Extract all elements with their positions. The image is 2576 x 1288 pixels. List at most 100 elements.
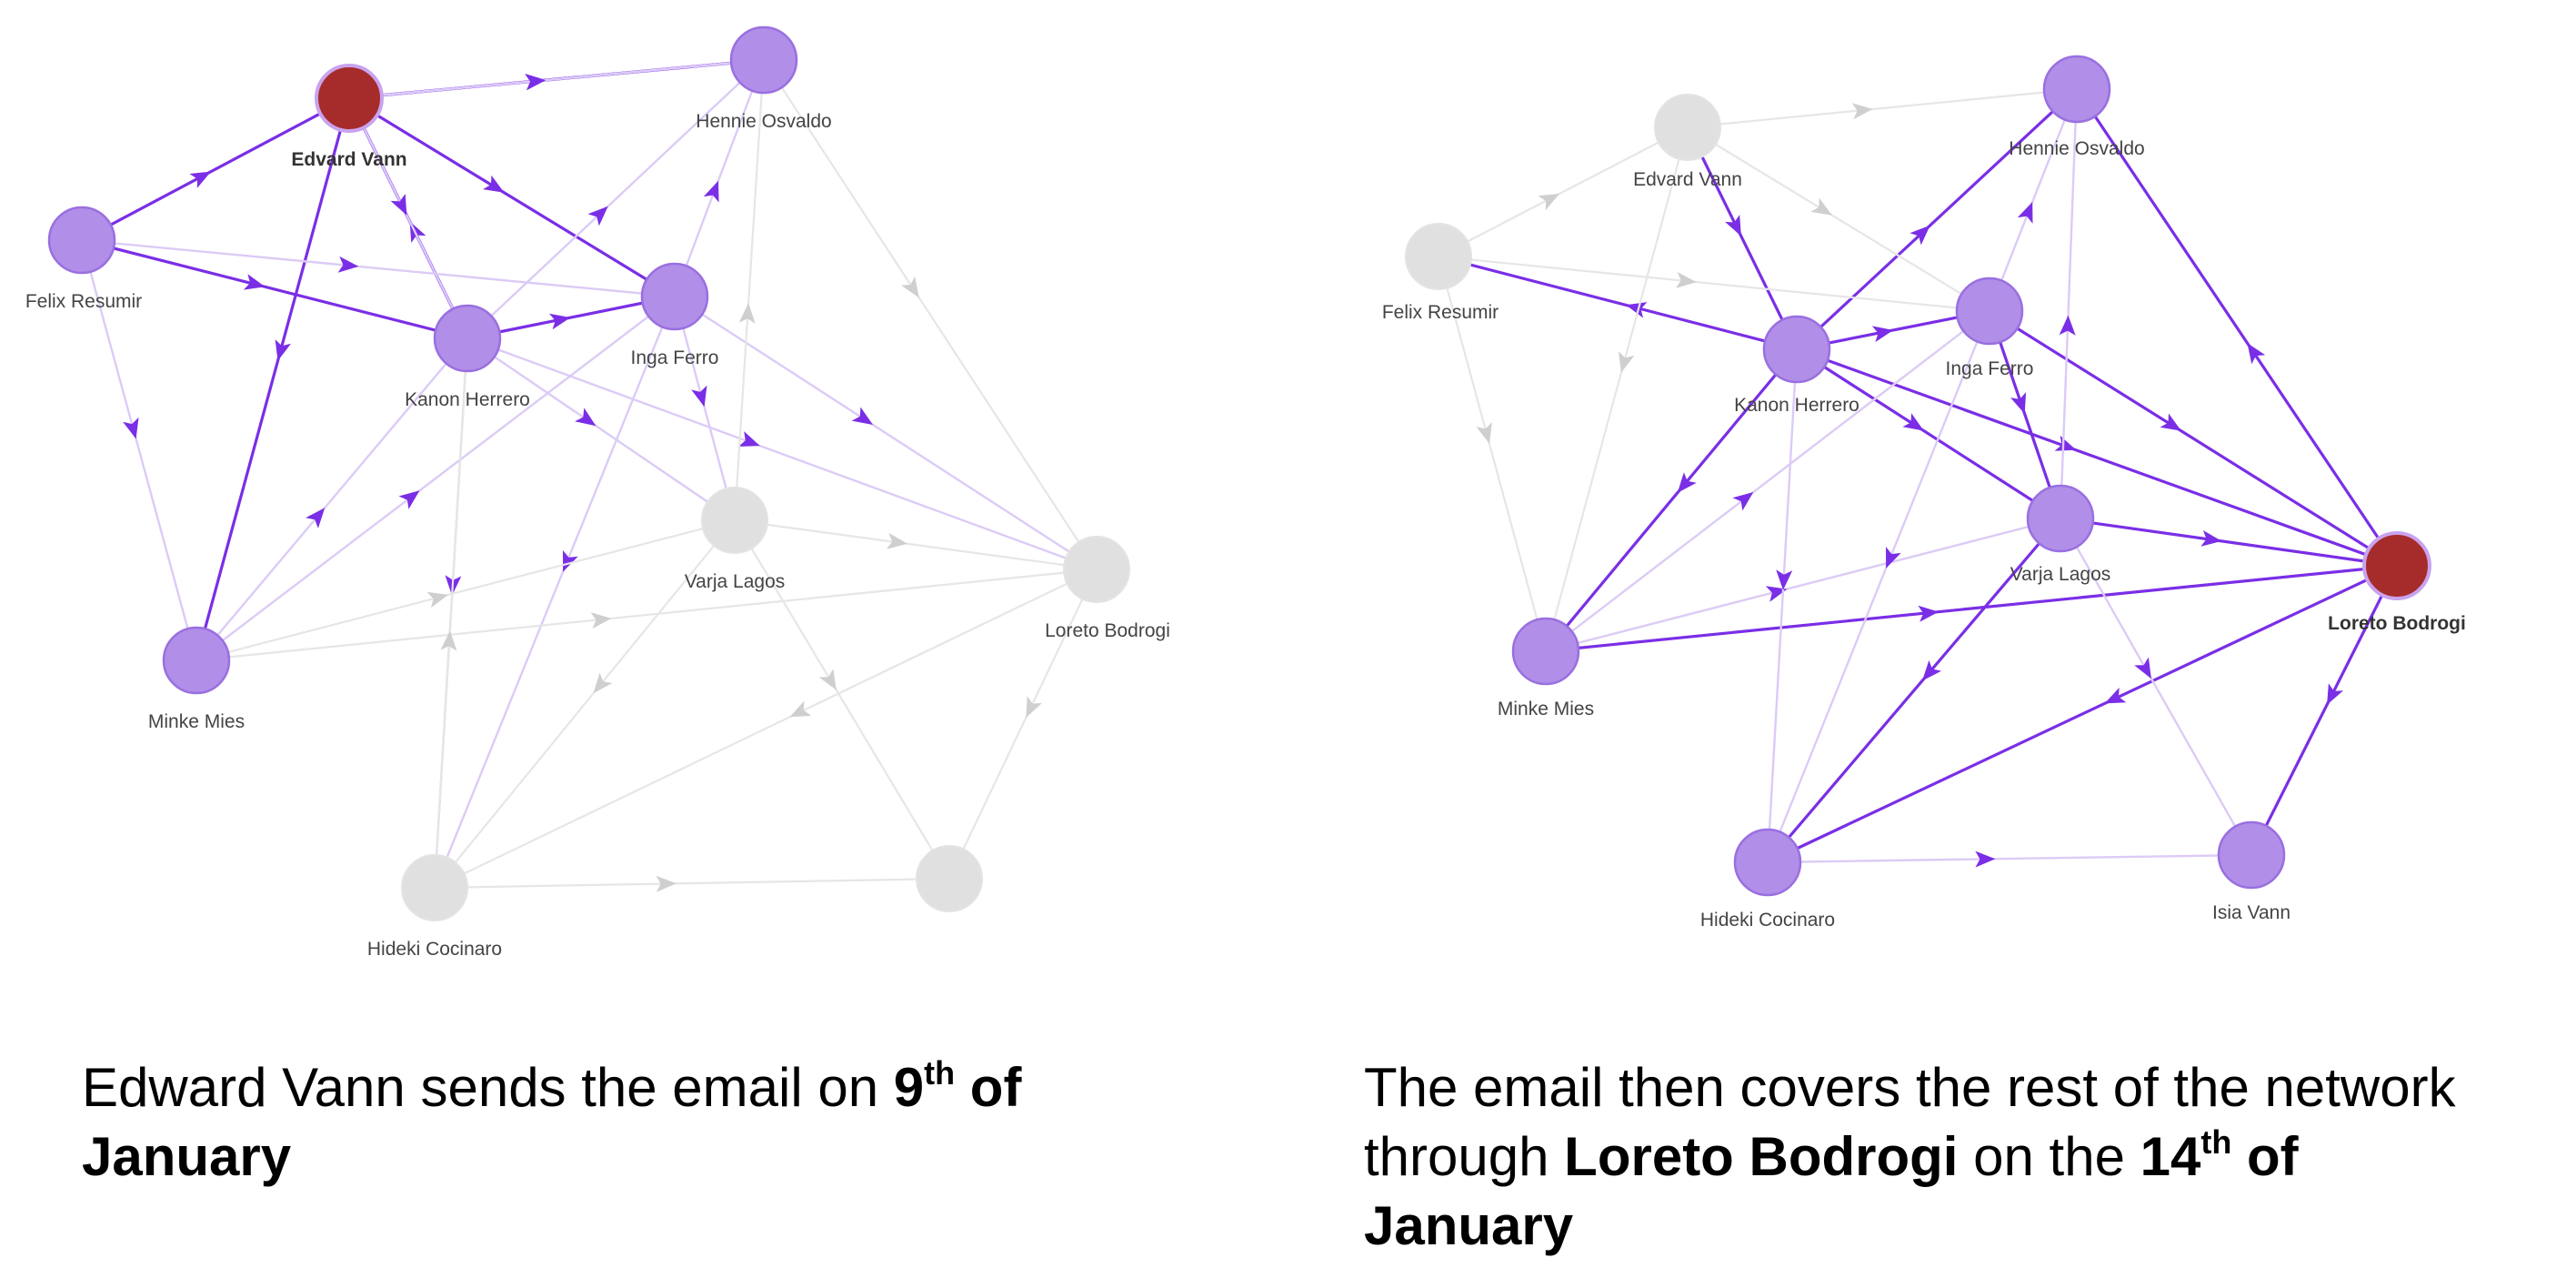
left-arrow-vl-hc <box>593 672 613 694</box>
right-edge-kh-ho <box>1795 87 2079 351</box>
left-node-vl[interactable] <box>701 487 768 554</box>
right-arrow-kh-if <box>1871 326 1894 343</box>
left-arrow-fr-mm <box>123 417 139 439</box>
left-arrow-if-lb <box>851 407 873 425</box>
left-node-ev[interactable] <box>315 64 384 133</box>
right-arrow-mm-if <box>1732 492 1754 511</box>
left-edges <box>80 58 1098 892</box>
right-arrow-vl-hc <box>1922 659 1942 681</box>
left-node-mm[interactable] <box>162 626 231 695</box>
right-arrow-ev-mm <box>1619 351 1635 373</box>
right-label-ev: Edvard Vann <box>1633 169 1742 190</box>
right-label-vl: Varja Lagos <box>2010 564 2111 585</box>
left-edge-fr-if <box>81 238 676 298</box>
left-edge-fr-ev <box>81 96 350 242</box>
left-edge-vl-iv <box>734 519 950 880</box>
right-edge-mm-vl <box>1545 517 2061 653</box>
right-caption-line1: The email then covers the rest of the ne… <box>1364 1057 2456 1118</box>
right-edge-fr-if <box>1438 255 1990 313</box>
right-node-fr[interactable] <box>1405 223 1472 290</box>
right-caption-month: January <box>1364 1195 1574 1256</box>
right-edge-lb-ho <box>2075 88 2399 567</box>
right-label-kh: Kanon Herrero <box>1734 395 1859 416</box>
left-node-hc[interactable] <box>401 854 468 921</box>
right-caption: The email then covers the rest of the ne… <box>1364 1053 2564 1261</box>
left-edge-if-ho <box>673 59 766 297</box>
left-arrow-fr-ev <box>189 171 211 188</box>
right-edge-fr-ev <box>1438 126 1689 257</box>
right-arrow-if-lb <box>2160 413 2181 431</box>
right-edge-vl-iv <box>2059 518 2253 856</box>
right-edge-if-hc <box>1766 310 1991 863</box>
right-node-hc[interactable] <box>1733 828 1802 897</box>
left-edge-mm-lb <box>195 568 1098 662</box>
right-edge-vl-lb <box>2060 517 2398 568</box>
left-node-lb[interactable] <box>1063 536 1130 603</box>
left-edge-kh-if <box>466 295 676 340</box>
right-arrow-vl-lb <box>2200 530 2222 547</box>
left-edge-kh-ho <box>466 59 765 339</box>
right-edge-mm-lb <box>1545 564 2398 653</box>
right-label-lb: Loreto Bodrogi <box>2328 613 2466 634</box>
left-edge-ev-ho <box>348 58 765 100</box>
left-node-kh[interactable] <box>433 304 502 373</box>
right-node-iv[interactable] <box>2217 820 2286 890</box>
right-arrow-mm-lb <box>1918 605 1940 622</box>
left-node-if[interactable] <box>640 262 709 331</box>
right-caption-suffix: th <box>2200 1123 2232 1161</box>
left-node-ho[interactable] <box>729 25 798 95</box>
right-node-ho[interactable] <box>2042 55 2111 124</box>
left-edge-hc-kh <box>433 337 469 889</box>
left-edge-lb-hc <box>434 569 1098 889</box>
right-arrow-mm-vl <box>1765 586 1788 602</box>
right-arrow-kh-lb <box>2054 435 2077 451</box>
left-caption-month: January <box>82 1126 292 1187</box>
left-edge-kh-lb <box>466 337 1098 571</box>
right-caption-through: through <box>1364 1126 1565 1187</box>
left-arrow-mm-if <box>398 490 420 509</box>
right-caption-day: 14 <box>2140 1126 2201 1187</box>
right-edge-if-vl <box>1988 310 2062 519</box>
right-node-kh[interactable] <box>1762 315 1831 384</box>
left-arrow-if-ho <box>703 180 719 203</box>
right-edge-vl-hc <box>1766 517 2062 864</box>
right-arrow-ev-ho <box>1851 103 1873 120</box>
right-node-lb[interactable] <box>2362 531 2431 600</box>
left-arrow-if-vl <box>691 385 707 408</box>
right-arrow-if-ho <box>2017 202 2033 224</box>
left-arrow-kh-lb <box>738 431 760 447</box>
right-node-if[interactable] <box>1955 277 2024 346</box>
left-label-vl: Varja Lagos <box>685 571 786 592</box>
left-label-mm: Minke Mies <box>148 711 245 732</box>
left-node-iv[interactable] <box>916 845 983 912</box>
left-edge-ev-if <box>348 96 676 298</box>
right-arrow-kh-fr <box>1626 302 1648 318</box>
right-edge-kh-fr <box>1438 255 1798 351</box>
left-node-fr[interactable] <box>47 206 116 275</box>
right-label-fr: Felix Resumir <box>1382 302 1498 323</box>
left-arrow-ev-mm <box>275 339 291 361</box>
right-edge-if-ho <box>1988 88 2079 312</box>
right-arrow-lb-iv <box>2327 683 2343 705</box>
left-edge-kh-vl <box>466 337 736 521</box>
right-edge-kh-mm <box>1544 347 1799 653</box>
right-edge-ev-ho <box>1687 87 2078 129</box>
right-node-vl[interactable] <box>2026 484 2095 553</box>
right-arrow-fr-if <box>1675 272 1697 288</box>
right-node-mm[interactable] <box>1511 617 1580 686</box>
right-arrow-vl-ho <box>2059 315 2076 336</box>
right-edge-ev-mm <box>1544 126 1689 652</box>
left-arrow-ho-lb <box>901 276 919 298</box>
left-edge-hc-iv <box>434 877 950 890</box>
left-label-if: Inga Ferro <box>631 347 719 368</box>
right-arrow-kh-hc <box>1776 569 1793 590</box>
left-caption-of: of <box>955 1057 1022 1118</box>
left-arrow-hc-kh <box>440 630 457 651</box>
right-node-ev[interactable] <box>1654 94 1721 161</box>
right-caption-of: of <box>2231 1126 2299 1187</box>
left-edge-vl-hc <box>434 519 736 889</box>
